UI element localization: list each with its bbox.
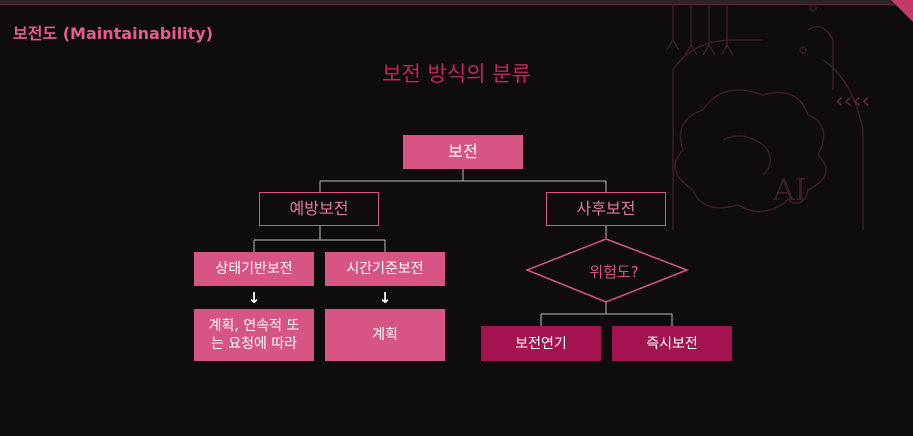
down-arrow-icon: ↓ bbox=[247, 289, 261, 307]
node-time-result: 계획 bbox=[325, 309, 445, 361]
down-arrow-icon: ↓ bbox=[378, 289, 392, 307]
node-corrective: 사후보전 bbox=[546, 192, 666, 226]
node-root-label: 보전 bbox=[448, 142, 478, 161]
node-deferred: 보전연기 bbox=[481, 326, 601, 361]
node-condition-result-label: 계획, 연속적 또는 요청에 따라 bbox=[208, 318, 300, 352]
node-root-maintenance: 보전 bbox=[403, 135, 523, 169]
watermark-ai-text: AI bbox=[772, 173, 807, 208]
chevrons-decor: ‹‹‹‹ bbox=[835, 89, 870, 114]
node-preventive: 예방보전 bbox=[259, 192, 379, 226]
node-time-based-label: 시간기준보전 bbox=[346, 261, 424, 277]
corner-accent bbox=[891, 0, 913, 22]
top-bar-accent bbox=[0, 4, 913, 5]
node-condition-result: 계획, 연속적 또는 요청에 따라 bbox=[194, 309, 314, 361]
top-bar bbox=[0, 0, 913, 4]
node-preventive-label: 예방보전 bbox=[289, 199, 349, 218]
diagram-title: 보전 방식의 분류 bbox=[382, 62, 531, 86]
ai-brain-illustration: AI ‹‹‹‹ bbox=[666, 0, 870, 230]
node-immediate-label: 즉시보전 bbox=[646, 335, 698, 352]
node-immediate: 즉시보전 bbox=[612, 326, 732, 361]
node-time-result-label: 계획 bbox=[372, 327, 398, 343]
node-condition-based-label: 상태기반보전 bbox=[215, 261, 293, 277]
node-condition-based: 상태기반보전 bbox=[194, 252, 314, 286]
decision-risk-label: 위험도? bbox=[589, 263, 639, 281]
section-title: 보전도 (Maintainability) bbox=[13, 24, 214, 43]
node-corrective-label: 사후보전 bbox=[576, 199, 636, 218]
decision-diamond bbox=[524, 238, 690, 303]
node-deferred-label: 보전연기 bbox=[515, 335, 567, 352]
node-time-based: 시간기준보전 bbox=[325, 252, 445, 286]
